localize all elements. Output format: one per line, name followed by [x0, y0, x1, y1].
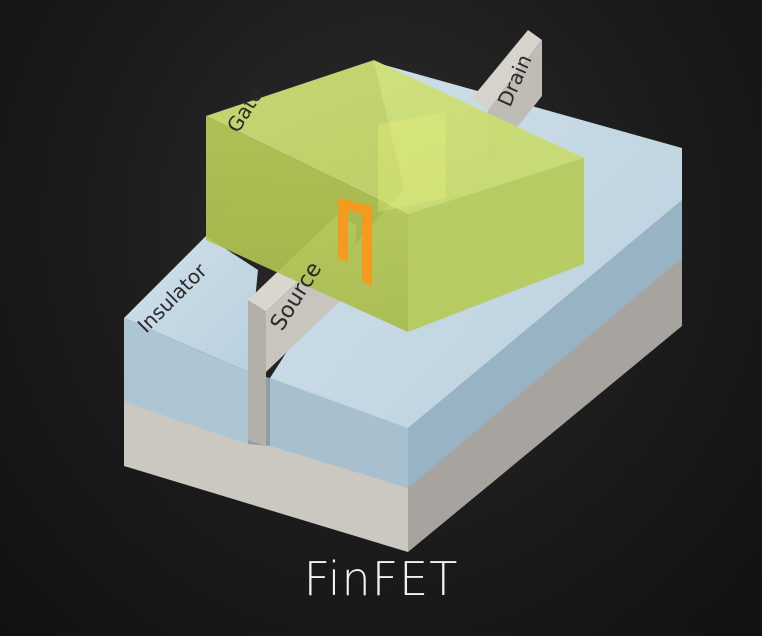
- gate-block: [206, 60, 584, 332]
- substrate-layer: [124, 258, 682, 552]
- channel-highlight: [338, 112, 446, 286]
- diagram-caption: FinFET: [303, 552, 459, 606]
